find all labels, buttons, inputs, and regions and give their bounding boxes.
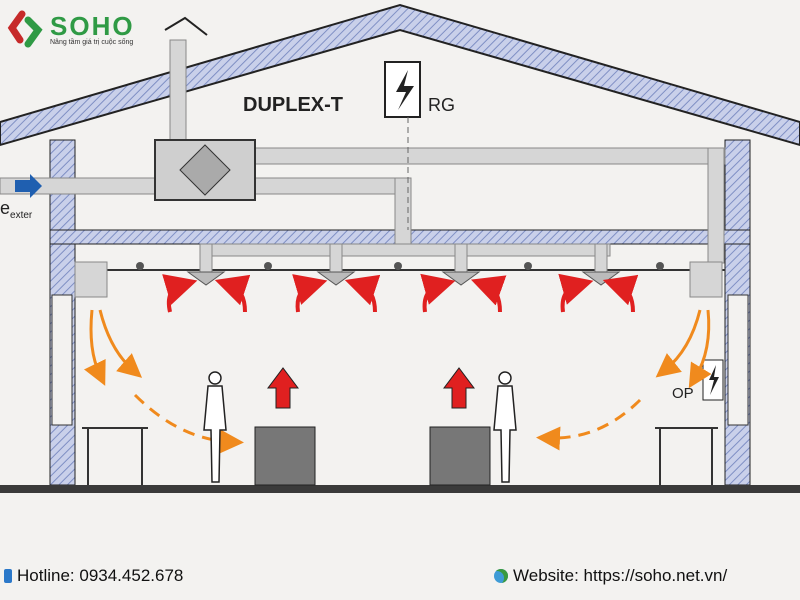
website: Website: https://soho.net.vn/	[494, 566, 727, 586]
heat-arrow-icon	[443, 367, 475, 409]
soho-logo-icon	[7, 10, 43, 48]
op-label: OP	[672, 385, 694, 402]
intake-arrow-icon	[15, 174, 42, 198]
hotline-text: Hotline: 0934.452.678	[17, 566, 184, 585]
floor	[0, 485, 800, 493]
exterior-label: eexter	[0, 198, 33, 221]
roof	[0, 3, 800, 147]
globe-icon	[494, 569, 508, 583]
phone-icon	[4, 569, 12, 583]
hotline: Hotline: 0934.452.678	[4, 566, 183, 586]
duplex-label: DUPLEX-T	[243, 94, 343, 116]
exterior-label-main: e	[0, 198, 10, 218]
heater	[254, 426, 316, 486]
rg-label: RG	[428, 95, 455, 115]
heat-arrow-icon	[267, 367, 299, 409]
brand-name: SOHO	[50, 10, 135, 41]
heater	[429, 426, 491, 486]
brand-tagline: Nâng tầm giá trị cuộc sống	[50, 38, 134, 46]
website-link[interactable]: Website: https://soho.net.vn/	[513, 566, 728, 585]
ductwork	[0, 147, 726, 298]
exterior-label-sub: exter	[10, 210, 33, 221]
